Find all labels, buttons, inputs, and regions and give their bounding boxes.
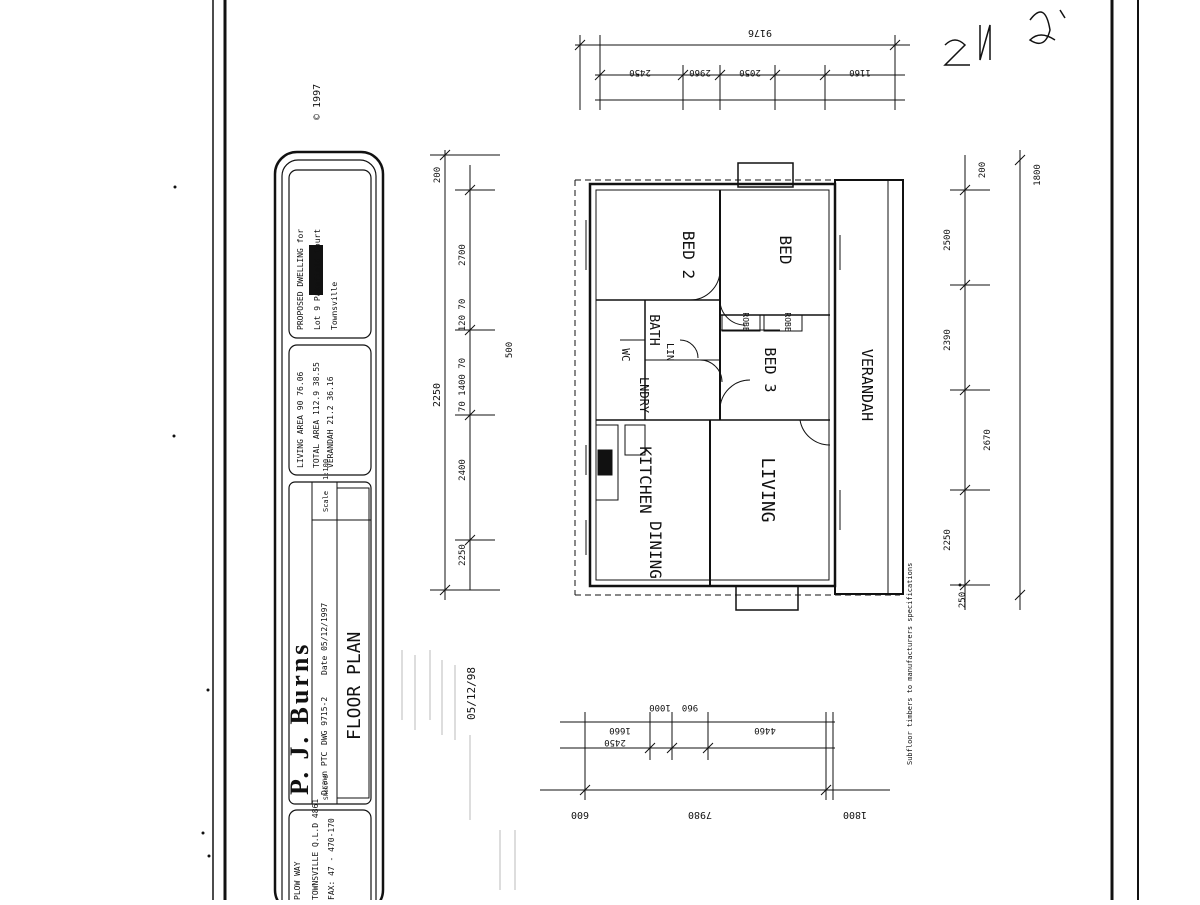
dim-left-seg1: 200 [433, 167, 443, 183]
room-lndry: LNDRY [637, 377, 651, 414]
dim-left-total: 2250 [432, 383, 443, 407]
room-bed2: BED 2 [679, 231, 698, 279]
copyright-note: © 1997 [312, 84, 323, 120]
project-line2: Lot 9 Pakefield Court [313, 229, 322, 330]
room-wc: WC [619, 348, 632, 361]
project-box [288, 169, 372, 339]
bottom-window-bay [735, 585, 799, 611]
sheet-number: Sheet 3 [323, 774, 330, 800]
room-living: LIVING [757, 457, 778, 522]
dim-right-seg4: 2670 [983, 429, 993, 451]
room-bed3: BED 3 [761, 347, 779, 392]
dimension-lines [430, 35, 1026, 800]
dim-left-seg3: 120 70 [458, 299, 468, 332]
area-total: TOTAL AREA 112.9 38.55 [312, 362, 321, 468]
dim-bottom-seg1: 2450 [604, 737, 626, 747]
subfloor-note: Subfloor timbers to manufacturers specif… [906, 563, 914, 765]
corner-stamp [943, 9, 1066, 66]
room-kitchen: KITCHEN [636, 446, 655, 513]
address-line2: TOWNSVILLE Q.L.D 4861 [311, 799, 320, 900]
dim-left-seg5: 70 1400 70 [458, 358, 468, 412]
scale-label: Scale [322, 491, 330, 512]
dim-left-seg7: 2250 [458, 544, 468, 566]
dim-right-seg2: 2500 [943, 229, 953, 251]
dim-top-seg1: 2450 [629, 67, 651, 77]
dim-bottom-left: 600 [571, 809, 589, 820]
dim-left-seg6: 2400 [458, 459, 468, 481]
title-block: PROPOSED DWELLING for Lot 9 Pakefield Co… [273, 150, 385, 905]
redaction-mark [309, 245, 323, 295]
scale-value: 1:100 [322, 459, 330, 480]
area-living: LIVING AREA 90 76.06 [296, 371, 305, 468]
area-box [288, 344, 372, 476]
dim-top-seg4: 1160 [849, 67, 871, 77]
dim-right-outer: 1800 [1033, 164, 1043, 186]
address-box [288, 809, 372, 905]
dim-top-seg3: 2050 [739, 67, 761, 77]
room-dining: DINING [646, 521, 665, 579]
top-window-bay [737, 162, 794, 188]
drawn-by: Drawn PTC [320, 751, 329, 795]
drawing-date: Date 05/12/1997 [320, 603, 329, 675]
room-lin: LIN [664, 343, 675, 361]
dim-right-seg3: 2390 [943, 329, 953, 351]
dim-bottom-right: 1800 [843, 809, 867, 820]
dim-bottom-total: 7980 [688, 809, 712, 820]
address-line3: FAX: 47 - 470-170 [327, 818, 336, 900]
project-line3: Townsville [330, 282, 339, 330]
drawing-number: DWG 9715-2 [320, 697, 329, 745]
dim-right-seg1: 200 [978, 162, 988, 178]
dim-bottom-seg4: 1660 [609, 725, 631, 735]
faint-notes [401, 650, 516, 890]
room-bed1: BED [776, 236, 795, 265]
dim-bottom-seg5: 4460 [754, 725, 776, 735]
project-line1: PROPOSED DWELLING for [296, 229, 305, 330]
room-robe2: ROBE [783, 312, 792, 331]
dim-bottom-seg2: 960 [682, 702, 698, 712]
dim-right-seg6: 250 [958, 592, 968, 608]
exterior-walls [588, 182, 837, 588]
stove-mark [597, 449, 613, 476]
revision-date: 05/12/98 [465, 667, 478, 720]
firm-box [288, 481, 372, 805]
sheet-title: FLOOR PLAN [344, 632, 365, 740]
dim-left-seg4: 500 [505, 342, 515, 358]
dim-top-seg2: 2960 [689, 67, 711, 77]
dim-top-total: 9176 [748, 27, 772, 38]
room-robe1: ROBE [741, 312, 750, 331]
firm-name: P. J. Burns [285, 642, 314, 795]
area-verandah: VERANDAH 21.2 36.16 [326, 376, 335, 468]
address-line1: PLOW WAY [293, 861, 302, 900]
dim-left-seg2: 2700 [458, 244, 468, 266]
floor-plan [574, 162, 904, 611]
room-bath: BATH [646, 314, 661, 345]
dim-right-seg5: 2250 [943, 529, 953, 551]
room-verandah: VERANDAH [858, 349, 876, 421]
dim-bottom-seg3: 1000 [649, 702, 671, 712]
